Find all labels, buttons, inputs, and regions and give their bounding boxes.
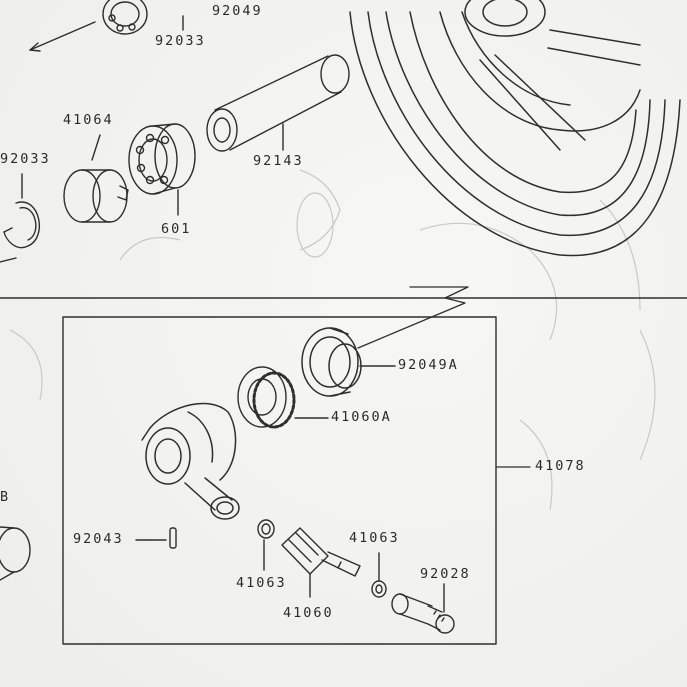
label-41060A: 41060A [331, 409, 392, 425]
background-ghost-art [9, 169, 656, 511]
label-41060: 41060 [283, 605, 334, 621]
label-b-edge: B [0, 489, 11, 505]
part-41063-washer-right [371, 552, 387, 598]
top-bearing-partial [29, 0, 184, 52]
part-601-bearing [128, 123, 196, 216]
left-edge-tube [0, 526, 31, 581]
part-41063-washer-left [257, 519, 275, 571]
label-92028: 92028 [420, 566, 471, 582]
label-41064: 41064 [63, 112, 114, 128]
part-92143-sleeve [206, 54, 350, 152]
part-41060A-gear [237, 366, 329, 429]
part-41064-cup [63, 134, 129, 223]
label-92049A: 92049A [398, 357, 459, 373]
wheel-rim [349, 0, 681, 257]
part-92033-circlip [0, 173, 41, 263]
part-92043-pin [135, 527, 177, 549]
label-601: 601 [161, 221, 192, 237]
label-92033-top: 92033 [155, 33, 206, 49]
label-41063-left: 41063 [236, 575, 287, 591]
part-92049A-seal [301, 327, 396, 397]
label-92143: 92143 [253, 153, 304, 169]
label-92043: 92043 [73, 531, 124, 547]
part-92028-bushing [391, 583, 455, 634]
leader-arrow-seal [357, 286, 469, 349]
label-92033-left: 92033 [0, 151, 51, 167]
label-41078: 41078 [535, 458, 586, 474]
gearbox-housing [141, 402, 240, 520]
label-92049-top: 92049 [212, 3, 263, 19]
part-41060-pinion [281, 527, 361, 598]
assembly-41078-box [62, 316, 497, 645]
label-41063-right: 41063 [349, 530, 400, 546]
